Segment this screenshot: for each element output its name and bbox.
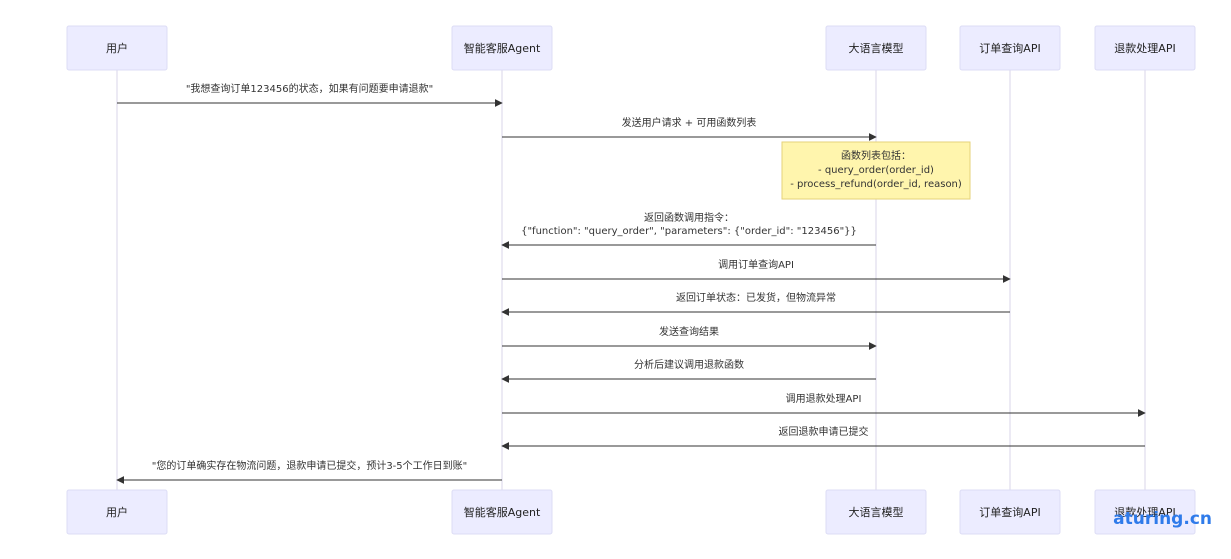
actor-label: 用户 — [106, 41, 128, 55]
actor-refund_api-top: 退款处理API — [1094, 25, 1196, 71]
actor-label: 大语言模型 — [849, 505, 904, 519]
message-5: 返回订单状态：已发货，但物流异常 — [501, 291, 1010, 316]
message-label: "您的订单确实存在物流问题，退款申请已提交，预计3-5个工作日到账" — [152, 459, 468, 472]
actors-bottom: 用户 智能客服Agent 大语言模型 订单查询API 退款处理API — [66, 489, 1196, 535]
actor-box — [1094, 25, 1196, 71]
actor-box — [959, 489, 1061, 535]
actor-order_api-top: 订单查询API — [959, 25, 1061, 71]
actor-box — [451, 25, 553, 71]
message-label: 发送查询结果 — [659, 325, 719, 338]
message-label: {"function": "query_order", "parameters"… — [521, 226, 857, 237]
actor-label: 大语言模型 — [849, 41, 904, 55]
message-9: 返回退款申请已提交 — [501, 425, 1145, 450]
note-box — [781, 141, 971, 200]
message-label: 返回退款申请已提交 — [779, 425, 869, 438]
message-3: 返回函数调用指令： {"function": "query_order", "pa… — [501, 211, 876, 249]
messages: "我想查询订单123456的状态，如果有问题要申请退款" 发送用户请求 + 可用函… — [116, 82, 1146, 484]
actors-top: 用户 智能客服Agent 大语言模型 订单查询API 退款处理API — [66, 25, 1196, 71]
note-line: 函数列表包括： — [841, 149, 911, 162]
message-6: 发送查询结果 — [502, 325, 877, 350]
message-8: 调用退款处理API — [502, 392, 1146, 417]
actor-label: 订单查询API — [979, 505, 1040, 519]
actor-box — [825, 25, 927, 71]
note-line: - query_order(order_id) — [818, 165, 934, 176]
actor-box — [1094, 489, 1196, 535]
note: 函数列表包括： - query_order(order_id) - process_… — [781, 141, 971, 200]
message-7: 分析后建议调用退款函数 — [501, 358, 876, 383]
message-1: "我想查询订单123456的状态，如果有问题要申请退款" — [117, 82, 503, 107]
actor-box — [959, 25, 1061, 71]
message-label: 返回订单状态：已发货，但物流异常 — [676, 291, 836, 304]
actor-label: 智能客服Agent — [464, 41, 541, 55]
actor-user-bottom: 用户 — [66, 489, 168, 535]
message-label: 分析后建议调用退款函数 — [634, 358, 744, 371]
actor-agent-bottom: 智能客服Agent — [451, 489, 553, 535]
actor-order_api-bottom: 订单查询API — [959, 489, 1061, 535]
actor-label: 智能客服Agent — [464, 505, 541, 519]
actor-label: 退款处理API — [1114, 41, 1175, 55]
message-label: "我想查询订单123456的状态，如果有问题要申请退款" — [186, 82, 433, 95]
message-2: 发送用户请求 + 可用函数列表 — [502, 116, 877, 141]
actor-refund_api-bottom: 退款处理API — [1094, 489, 1196, 535]
note-line: - process_refund(order_id, reason) — [790, 179, 962, 190]
lifelines — [116, 70, 1146, 490]
watermark-text: aturing.cn — [1113, 509, 1212, 529]
message-label: 返回函数调用指令： — [644, 211, 734, 224]
message-label: 发送用户请求 + 可用函数列表 — [622, 116, 757, 129]
message-label: 调用退款处理API — [786, 392, 862, 405]
actor-box — [451, 489, 553, 535]
actor-label: 退款处理API — [1114, 505, 1175, 519]
actor-agent-top: 智能客服Agent — [451, 25, 553, 71]
actor-box — [66, 25, 168, 71]
actor-llm-top: 大语言模型 — [825, 25, 927, 71]
actor-llm-bottom: 大语言模型 — [825, 489, 927, 535]
actor-label: 订单查询API — [979, 41, 1040, 55]
actor-label: 用户 — [106, 505, 128, 519]
actor-user-top: 用户 — [66, 25, 168, 71]
actor-box — [66, 489, 168, 535]
message-4: 调用订单查询API — [502, 258, 1011, 283]
message-label: 调用订单查询API — [718, 258, 794, 271]
message-10: "您的订单确实存在物流问题，退款申请已提交，预计3-5个工作日到账" — [116, 459, 502, 484]
actor-box — [825, 489, 927, 535]
